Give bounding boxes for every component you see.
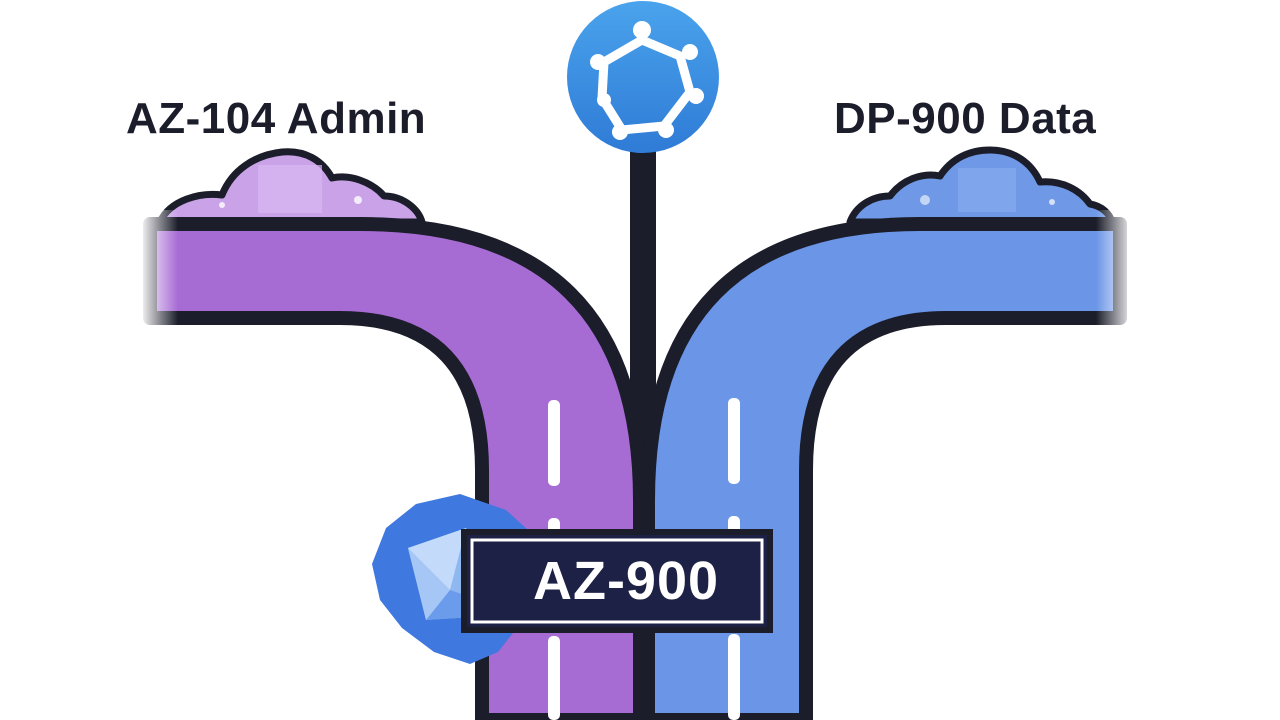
base-sign-label: AZ-900 (532, 551, 720, 611)
right-cloud-icon (846, 146, 1116, 226)
base-sign (461, 529, 773, 633)
left-cloud-icon (156, 148, 426, 226)
left-road (143, 217, 647, 720)
network-nodes-icon (567, 1, 719, 153)
left-branch-label: AZ-104 Admin (126, 94, 427, 143)
right-branch-label: DP-900 Data (834, 94, 1097, 143)
right-road (641, 217, 1127, 720)
